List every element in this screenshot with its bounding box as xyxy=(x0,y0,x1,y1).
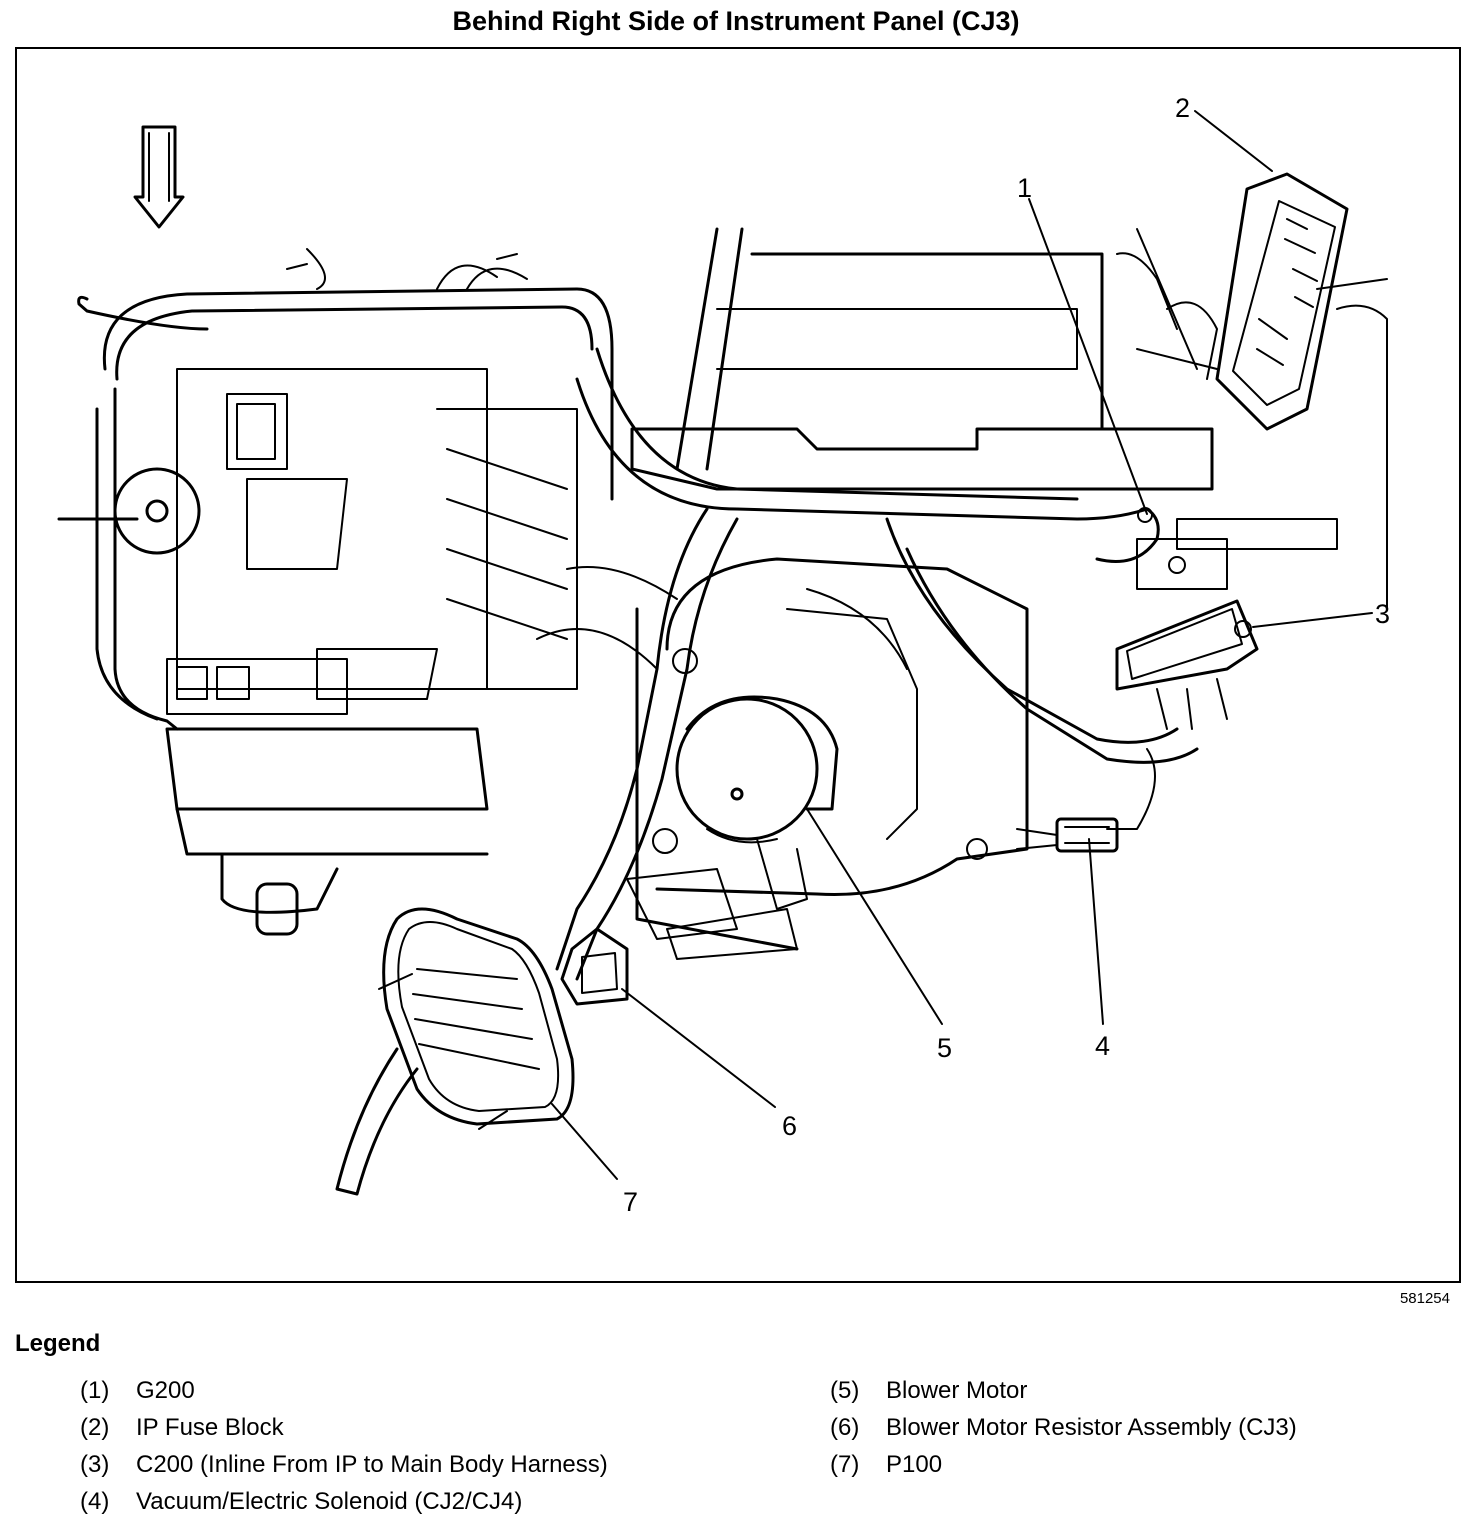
ip-cross-beam xyxy=(630,227,1388,610)
leader-lines xyxy=(551,110,1373,1180)
legend-heading: Legend xyxy=(15,1330,101,1357)
blower-motor xyxy=(635,557,1029,951)
p100-connector xyxy=(335,907,575,1196)
vacuum-solenoid xyxy=(1016,817,1119,853)
callout-1: 1 xyxy=(1017,173,1032,203)
legend-item: (4) Vacuum/Electric Solenoid (CJ2/CJ4) xyxy=(80,1488,608,1525)
legend-item: (3) C200 (Inline From IP to Main Body Har… xyxy=(80,1451,608,1488)
ip-fuse-block xyxy=(1136,172,1349,431)
diagram-title: Behind Right Side of Instrument Panel (C… xyxy=(452,6,1020,36)
legend-item: (5) Blower Motor xyxy=(830,1377,1297,1414)
legend-number: (7) xyxy=(830,1451,860,1478)
legend-item: (2) IP Fuse Block xyxy=(80,1414,608,1451)
legend-text: Blower Motor xyxy=(886,1377,1028,1404)
legend-item: (6) Blower Motor Resistor Assembly (CJ3) xyxy=(830,1414,1297,1451)
legend-text: P100 xyxy=(886,1451,943,1478)
legend-number: (6) xyxy=(830,1414,860,1441)
callout-2: 2 xyxy=(1175,93,1190,123)
callout-4: 4 xyxy=(1095,1031,1110,1061)
callout-6: 6 xyxy=(782,1111,797,1141)
blower-motor-resistor xyxy=(560,868,798,1006)
legend-text: C200 (Inline From IP to Main Body Harnes… xyxy=(136,1451,608,1478)
legend-number: (5) xyxy=(830,1377,860,1404)
hvac-module xyxy=(57,248,614,936)
legend-number: (4) xyxy=(80,1488,110,1515)
legend-item: (7) P100 xyxy=(830,1451,1297,1488)
legend-text: Vacuum/Electric Solenoid (CJ2/CJ4) xyxy=(136,1488,523,1515)
legend-number: (1) xyxy=(80,1377,110,1404)
legend-text: Blower Motor Resistor Assembly (CJ3) xyxy=(886,1414,1297,1441)
legend-item: (1) G200 xyxy=(80,1377,608,1414)
line-drawing: 1 2 3 4 5 6 7 xyxy=(57,93,1390,1217)
callout-3: 3 xyxy=(1375,599,1390,629)
legend-text: G200 xyxy=(136,1377,195,1404)
callout-7: 7 xyxy=(623,1187,638,1217)
view-direction-arrow xyxy=(133,125,185,229)
c200-connector xyxy=(1115,599,1259,730)
legend-number: (3) xyxy=(80,1451,110,1478)
diagram-figure: 1 2 3 4 5 6 7 xyxy=(15,47,1461,1283)
legend-column-1: (1) G200 (2) IP Fuse Block (3) C200 (Inline… xyxy=(80,1377,608,1525)
legend-number: (2) xyxy=(80,1414,110,1441)
legend-column-2: (5) Blower Motor (6) Blower Motor Resistor… xyxy=(830,1377,1297,1488)
callout-5: 5 xyxy=(937,1033,952,1063)
legend-text: IP Fuse Block xyxy=(136,1414,284,1441)
figure-id: 581254 xyxy=(1399,1290,1450,1307)
